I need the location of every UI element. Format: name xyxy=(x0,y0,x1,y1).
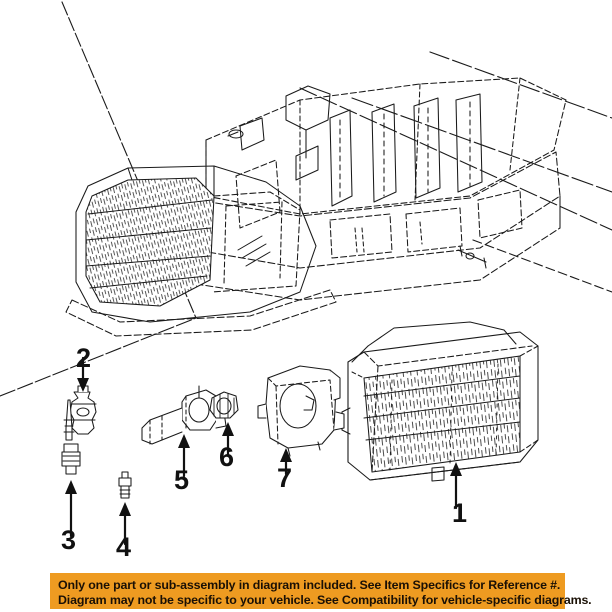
disclaimer-line-2: Diagram may not be specific to your vehi… xyxy=(58,592,592,607)
front-end-panel xyxy=(195,77,567,301)
callout-number-7: 7 xyxy=(277,463,293,493)
part7-mounting-bracket xyxy=(257,365,345,457)
callout-number-4: 4 xyxy=(116,532,132,562)
callout-number-5: 5 xyxy=(174,465,190,495)
callout-number-1: 1 xyxy=(452,498,468,528)
part2-socket-retainer xyxy=(69,385,97,435)
part4-small-bulb xyxy=(118,471,132,499)
part3-headlamp-bulb xyxy=(61,399,81,475)
part5-bulb-and-socket xyxy=(141,385,227,445)
callout-number-6: 6 xyxy=(219,442,235,472)
mounted-headlamp xyxy=(65,165,337,337)
disclaimer-line-1: Only one part or sub-assembly in diagram… xyxy=(58,577,561,592)
callout-arrows xyxy=(65,356,462,546)
disclaimer-banner: Only one part or sub-assembly in diagram… xyxy=(50,573,592,609)
callout-number-3: 3 xyxy=(61,525,77,555)
headlamp-assembly-part1 xyxy=(341,321,539,482)
callout-number-2: 2 xyxy=(76,343,92,373)
part6-adjuster-nut xyxy=(209,391,239,419)
